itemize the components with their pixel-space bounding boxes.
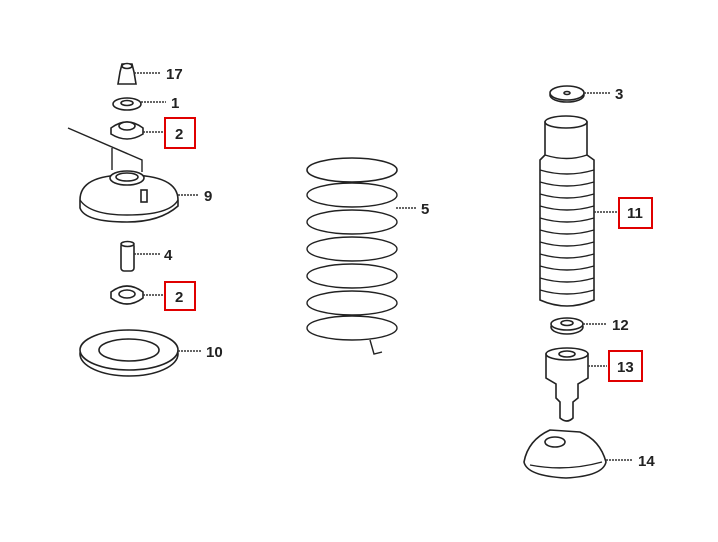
callout-11[interactable]: 11 [627,205,643,222]
highlight-box-part-11 [618,197,653,229]
part-3-washer[interactable] [549,85,585,103]
part-2-upper-bushing[interactable] [110,121,144,140]
part-9-mount-base[interactable] [79,170,179,223]
part-2-lower-bushing[interactable] [110,285,144,305]
callout-9[interactable]: 9 [204,188,212,205]
part-5-coil-spring[interactable] [306,157,398,355]
highlight-box-part-13 [608,350,643,382]
callout-10[interactable]: 10 [206,344,223,361]
callout-2-lower[interactable]: 2 [175,289,183,306]
callout-4[interactable]: 4 [164,247,173,264]
callout-3[interactable]: 3 [615,86,623,103]
reference-line [67,127,143,172]
callout-17[interactable]: 17 [166,66,183,83]
part-1-washer[interactable] [112,97,142,111]
part-4-sleeve[interactable] [120,240,135,272]
callout-13[interactable]: 13 [617,359,634,376]
highlight-box-part-2-upper [164,117,196,149]
highlight-box-part-2-lower [164,281,196,311]
callout-1[interactable]: 1 [171,95,179,112]
leader-lines [134,72,633,461]
part-13-bump-stop[interactable] [545,347,589,422]
callout-2-upper[interactable]: 2 [175,126,183,143]
part-17-nut[interactable] [117,62,137,85]
part-10-spring-seat[interactable] [79,329,179,377]
part-11-dust-boot[interactable] [539,115,595,307]
part-14-upper-mount[interactable] [523,429,607,479]
callout-5[interactable]: 5 [421,201,429,218]
callout-12[interactable]: 12 [612,317,629,334]
part-12-washer[interactable] [550,317,584,335]
callout-14[interactable]: 14 [638,453,655,470]
